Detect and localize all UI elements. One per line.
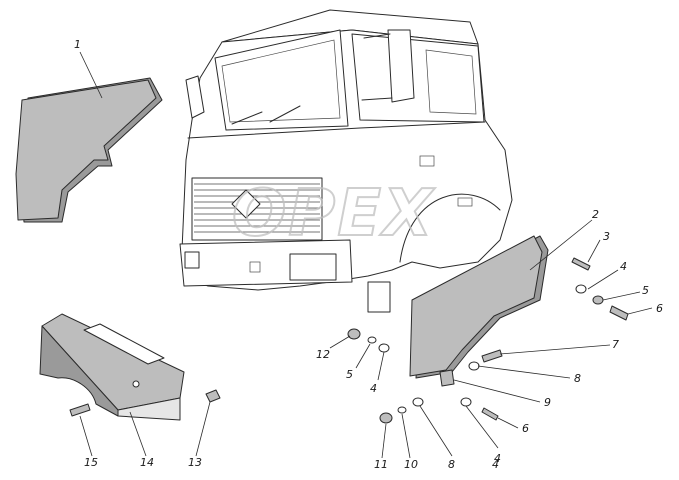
- panel-1-face: [15, 79, 157, 221]
- nut-12: [347, 328, 361, 340]
- bolt-3: [571, 257, 591, 271]
- mirror-arms: [361, 33, 393, 101]
- washer-4-top: [575, 284, 587, 294]
- right-headlight: [289, 253, 337, 281]
- cab-step: [367, 281, 391, 313]
- callout-11: 11: [374, 458, 388, 471]
- washer-4-mid: [378, 343, 390, 353]
- left-mirror: [185, 75, 205, 119]
- side-marker: [457, 197, 473, 207]
- callout-3: 3: [603, 230, 610, 243]
- wipers: [231, 105, 301, 125]
- callout-8-b: 8: [448, 458, 455, 471]
- leader-lines: [79, 51, 653, 459]
- cover-slot: [83, 323, 165, 365]
- fog-light: [249, 261, 261, 273]
- callout-8-a: 8: [574, 372, 581, 385]
- truck-cab: [179, 9, 513, 313]
- washer-8-right: [468, 361, 480, 371]
- washer-5-right: [592, 295, 604, 305]
- door-window: [425, 49, 477, 115]
- clip-9: [439, 369, 455, 387]
- left-headlight: [184, 251, 200, 269]
- nut-11: [379, 412, 393, 424]
- part-1-panel: [15, 77, 163, 223]
- watermark-text: OPEX: [232, 177, 435, 251]
- door-handle: [419, 155, 435, 167]
- logo-emblem: [231, 189, 261, 219]
- wheel-arch: [399, 193, 501, 263]
- washer-5-mid: [367, 336, 377, 344]
- callout-4-b: 4: [494, 452, 501, 465]
- windshield-inner: [221, 39, 341, 123]
- callout-4-d: 4: [492, 458, 499, 471]
- hardware: [69, 257, 629, 424]
- cover-front: [117, 397, 181, 421]
- grille: [191, 177, 323, 241]
- callout-10: 10: [404, 458, 418, 471]
- callout-5-a: 5: [642, 284, 649, 297]
- callout-labels: 1 2 3 4 5 6 7 8 9 4 6 12 5 4 11 10 8 4 1…: [74, 38, 663, 471]
- callout-4-a: 4: [620, 260, 627, 273]
- part-2-panel: [409, 235, 549, 379]
- callout-9: 9: [544, 396, 551, 409]
- pin-13: [205, 389, 221, 403]
- callout-13: 13: [188, 456, 202, 469]
- cover-side: [39, 325, 119, 417]
- washer-4-low: [460, 397, 472, 407]
- callout-15: 15: [84, 456, 98, 469]
- bolt-6-top: [609, 305, 629, 321]
- bolt-6-low: [481, 407, 499, 421]
- callout-6-b: 6: [522, 422, 529, 435]
- washer-10: [397, 406, 407, 414]
- callout-5-b: 5: [346, 368, 353, 381]
- bolt-7: [481, 349, 503, 363]
- windshield: [214, 29, 349, 131]
- cover-hole: [132, 380, 140, 388]
- callout-7: 7: [612, 338, 619, 351]
- part-14-cover: [39, 313, 185, 421]
- cab-door: [351, 33, 485, 123]
- right-mirror: [387, 29, 415, 103]
- panel-2-face: [409, 235, 543, 377]
- callout-14: 14: [140, 456, 154, 469]
- bolt-15: [69, 403, 91, 417]
- callout-12: 12: [316, 348, 330, 361]
- washer-8-low: [412, 397, 424, 407]
- hood-line: [187, 121, 486, 139]
- callout-6-a: 6: [656, 302, 663, 315]
- callout-2: 2: [592, 208, 599, 221]
- callout-4-c: 4: [370, 382, 377, 395]
- callout-1: 1: [74, 38, 81, 51]
